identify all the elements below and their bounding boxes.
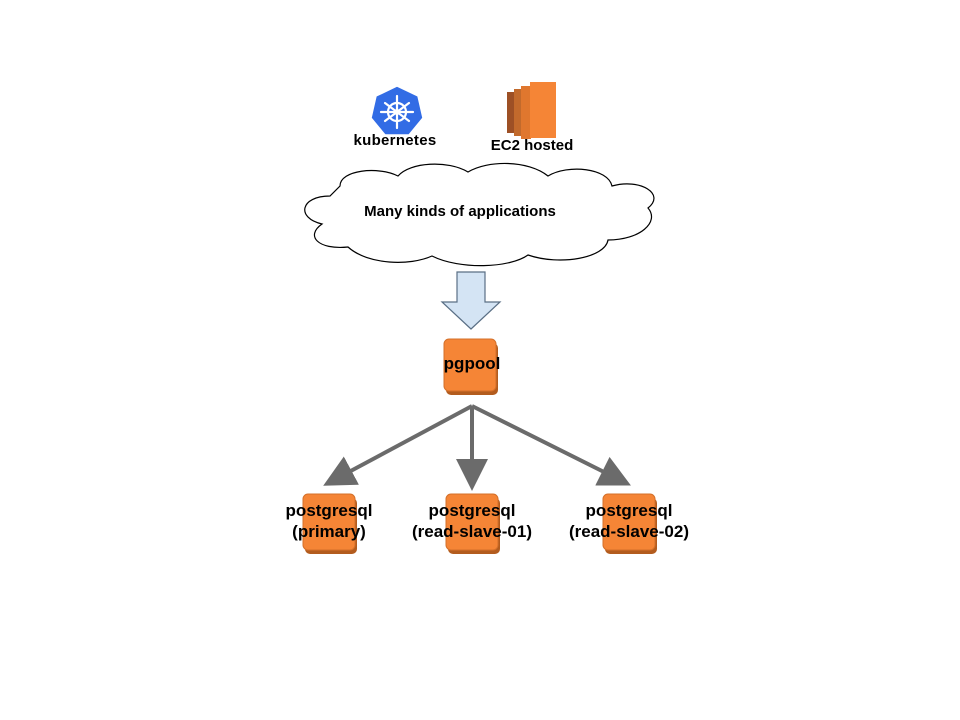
- postgresql-primary-label: postgresql (primary): [249, 500, 409, 542]
- db-role: (primary): [292, 522, 366, 541]
- connector-primary: [323, 404, 473, 486]
- db-role: (read-slave-02): [568, 522, 689, 541]
- connectors: [323, 404, 631, 491]
- kubernetes-label: kubernetes: [353, 132, 437, 149]
- db-name: postgresql: [428, 501, 516, 520]
- pgpool-node: [443, 338, 498, 395]
- pgpool-label: pgpool: [443, 354, 501, 373]
- cloud-label: Many kinds of applications: [364, 203, 556, 220]
- flow-arrow: [440, 271, 502, 330]
- db-name: postgresql: [285, 501, 373, 520]
- db-name: postgresql: [585, 501, 673, 520]
- postgresql-primary-node: [302, 493, 357, 554]
- postgresql-read-slave-02-label: postgresql (read-slave-02): [549, 500, 709, 542]
- connector-read-slave-02: [471, 404, 631, 486]
- applications-cloud: [304, 162, 655, 267]
- postgresql-read-slave-01-node: [445, 493, 500, 554]
- ec2-icon: [507, 82, 556, 139]
- db-role: (read-slave-01): [411, 522, 532, 541]
- postgresql-read-slave-01-label: postgresql (read-slave-01): [392, 500, 552, 542]
- ec2-label: EC2 hosted: [490, 137, 574, 154]
- kubernetes-icon: [370, 85, 424, 136]
- postgresql-read-slave-02-node: [602, 493, 657, 554]
